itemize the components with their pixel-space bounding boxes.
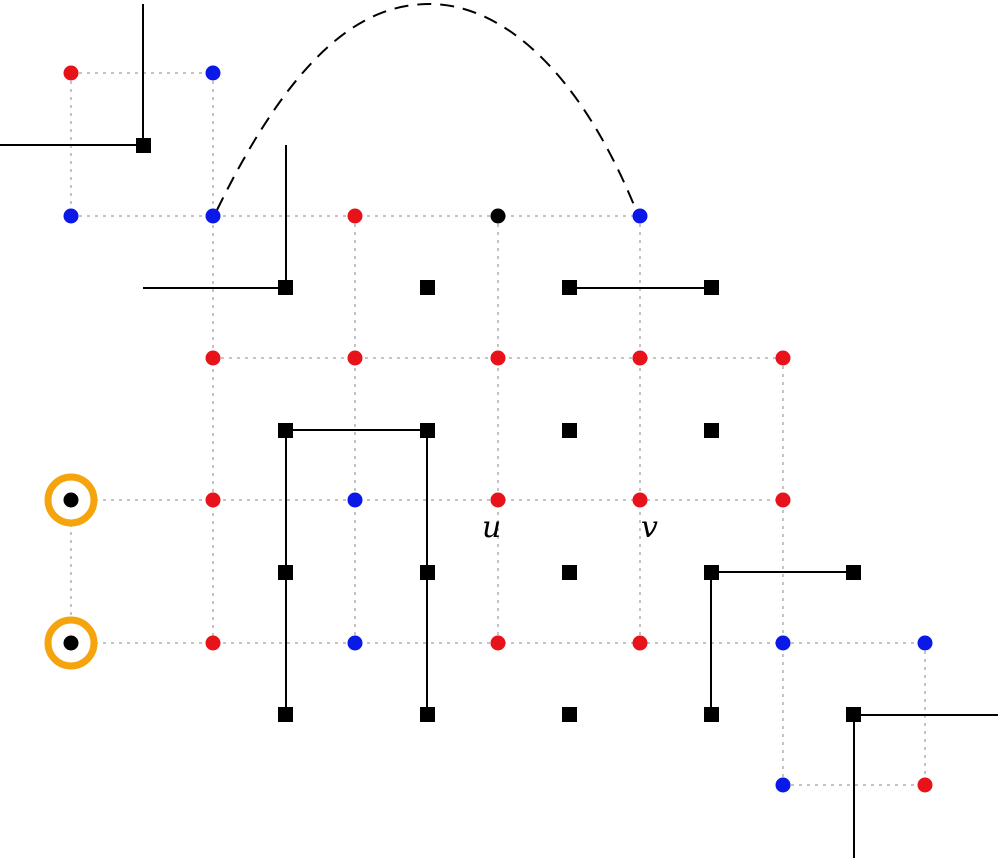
black-vertex [63, 635, 79, 651]
blue-vertex [632, 208, 648, 224]
red-vertex [205, 350, 221, 366]
dual-square [846, 565, 861, 580]
dual-square [420, 423, 435, 438]
grid-lines [70, 72, 926, 786]
blue-vertex [347, 635, 363, 651]
red-vertex-u [490, 492, 506, 508]
blue-vertex [205, 65, 221, 81]
vertices [63, 65, 933, 793]
dual-square [420, 707, 435, 722]
dual-square [704, 280, 719, 295]
black-vertex [63, 492, 79, 508]
dual-square [136, 138, 151, 153]
dual-square [420, 565, 435, 580]
dual-square [704, 565, 719, 580]
dual-square [562, 280, 577, 295]
blue-vertex [775, 777, 791, 793]
dual-edges [0, 4, 998, 858]
red-vertex [205, 492, 221, 508]
red-vertex [917, 777, 933, 793]
highlighted-vertices [44, 473, 98, 670]
red-vertex [205, 635, 221, 651]
dual-square [846, 707, 861, 722]
dual-square [562, 707, 577, 722]
red-vertex [775, 350, 791, 366]
dual-square [562, 423, 577, 438]
blue-vertex [205, 208, 221, 224]
red-vertex [347, 350, 363, 366]
red-vertex [63, 65, 79, 81]
red-vertex [632, 635, 648, 651]
dual-squares [136, 138, 861, 722]
black-vertex [490, 208, 506, 224]
dual-square [704, 423, 719, 438]
dual-square [562, 565, 577, 580]
red-vertex [775, 492, 791, 508]
red-vertex [490, 635, 506, 651]
dual-square [420, 280, 435, 295]
blue-vertex [775, 635, 791, 651]
dual-square [278, 707, 293, 722]
dual-square [278, 423, 293, 438]
dual-square [704, 707, 719, 722]
dual-edge [285, 429, 428, 715]
dual-square [278, 280, 293, 295]
red-vertex [632, 350, 648, 366]
blue-vertex [347, 492, 363, 508]
blue-vertex [63, 208, 79, 224]
red-vertex [347, 208, 363, 224]
red-vertex [490, 350, 506, 366]
dashed-arc [216, 2, 637, 211]
red-vertex-v [632, 492, 648, 508]
blue-vertex [917, 635, 933, 651]
dual-square [278, 565, 293, 580]
label-u: u [482, 510, 501, 545]
label-v: v [641, 510, 658, 545]
